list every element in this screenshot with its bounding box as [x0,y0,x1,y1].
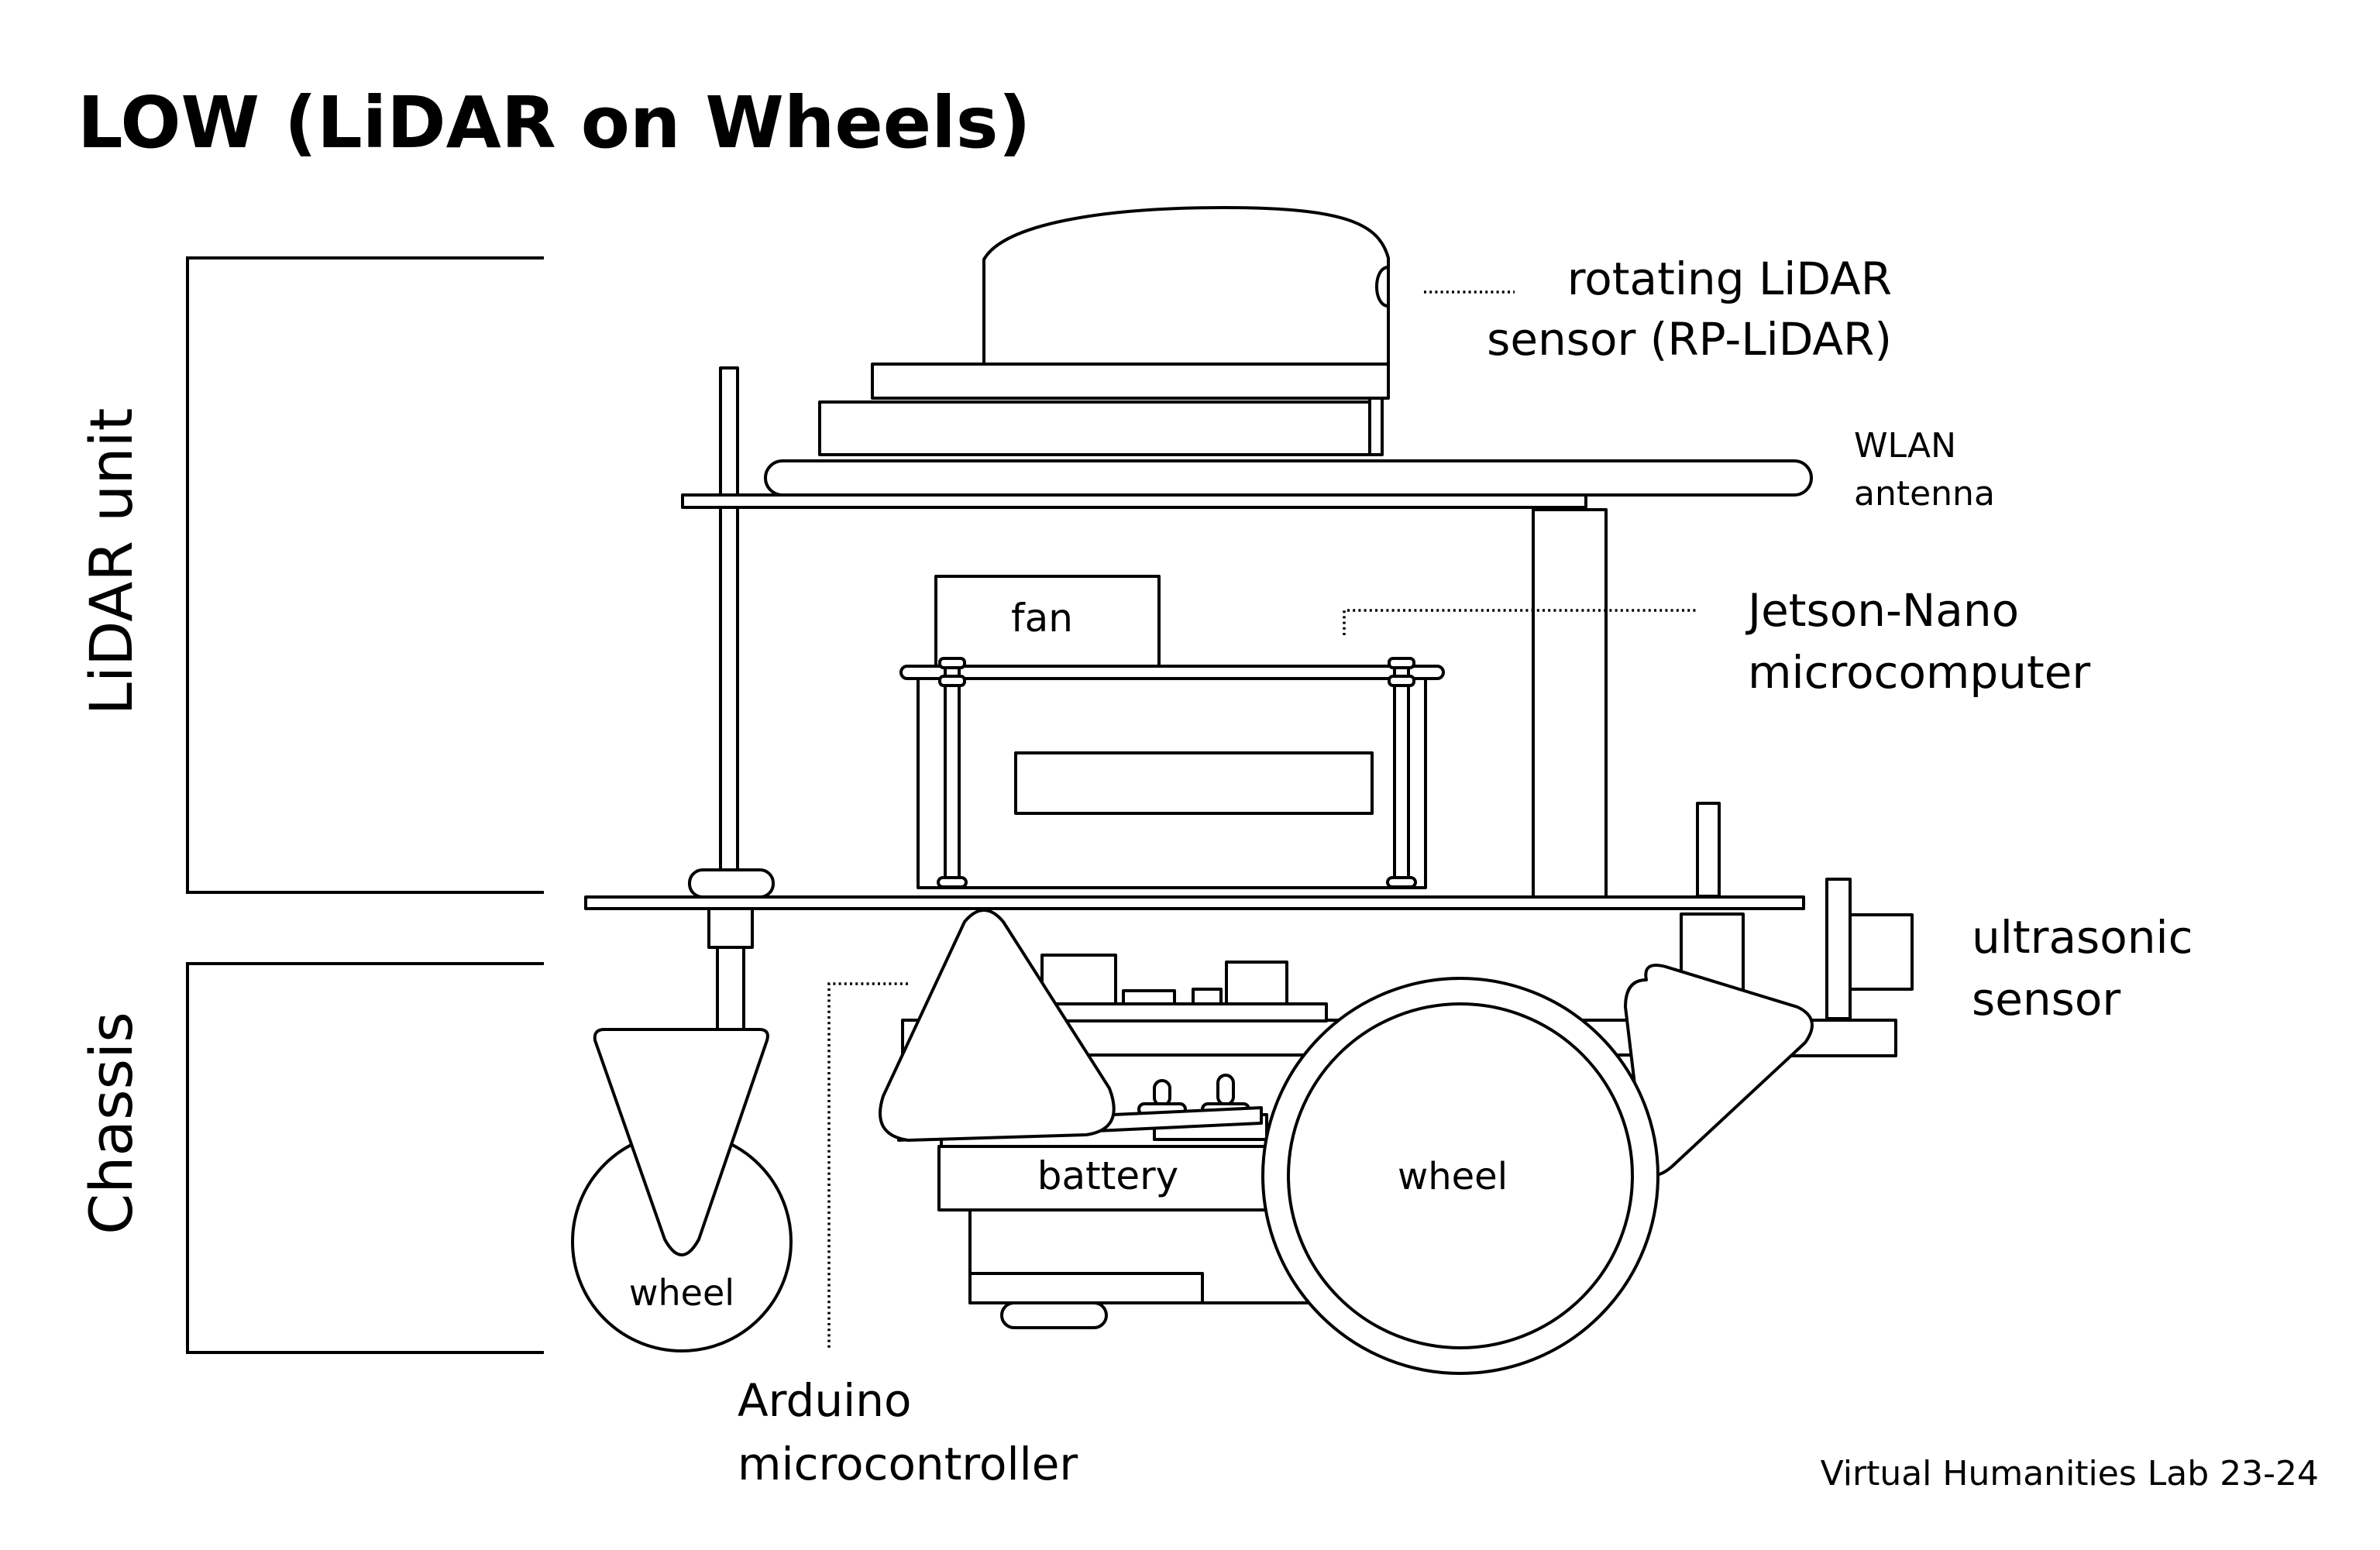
ultrasonic-label-line2: sensor [1972,973,2120,1026]
battery-label: battery [1037,1153,1179,1198]
jetson-leader-line [1343,609,1698,635]
base-plate [584,868,1805,910]
wlan-label-line1: WLAN [1854,426,1956,466]
rear-caster-wheel: wheel [571,907,793,1352]
jetson-label-line2: microcomputer [1748,646,2090,699]
front-wheel-label: wheel [1398,1155,1508,1198]
ultrasonic-sensor [1825,878,1914,1020]
triangle-bracket-right [1624,964,1814,1177]
wlan-antenna [764,459,1813,497]
lidar-sensor [818,206,1390,456]
ultrasonic-label-line1: ultrasonic [1972,911,2193,964]
credit-text: Virtual Humanities Lab 23-24 [1821,1454,2319,1493]
rear-wheel-label: wheel [629,1272,734,1314]
wlan-label-line2: antenna [1854,474,1995,514]
lidar-unit-label: LiDAR unit [77,408,146,716]
support-post [1532,508,1608,899]
jetson-nano: fan [899,575,1445,889]
upper-plate [681,493,1587,509]
arduino-leader-line [827,982,908,1348]
arduino-label-line1: Arduino [738,1374,911,1427]
arduino-label-line2: microcontroller [738,1438,1078,1490]
triangle-bracket-left [879,909,1116,1142]
chassis-label: Chassis [77,1012,146,1235]
lidar-unit-bracket: LiDAR unit [77,256,544,894]
side-post [1696,802,1721,898]
vertical-mast [719,366,739,881]
drive-wheel: wheel [1261,977,1659,1375]
jetson-label-line1: Jetson-Nano [1745,584,2019,637]
lidar-sensor-label-line2: sensor (RP-LiDAR) [1487,313,1892,366]
chassis-bracket: Chassis [77,962,544,1354]
diagram-title: LOW (LiDAR on Wheels) [77,81,1031,164]
fan-label: fan [1011,596,1073,641]
lidar-sensor-label-line1: rotating LiDAR [1567,253,1892,305]
